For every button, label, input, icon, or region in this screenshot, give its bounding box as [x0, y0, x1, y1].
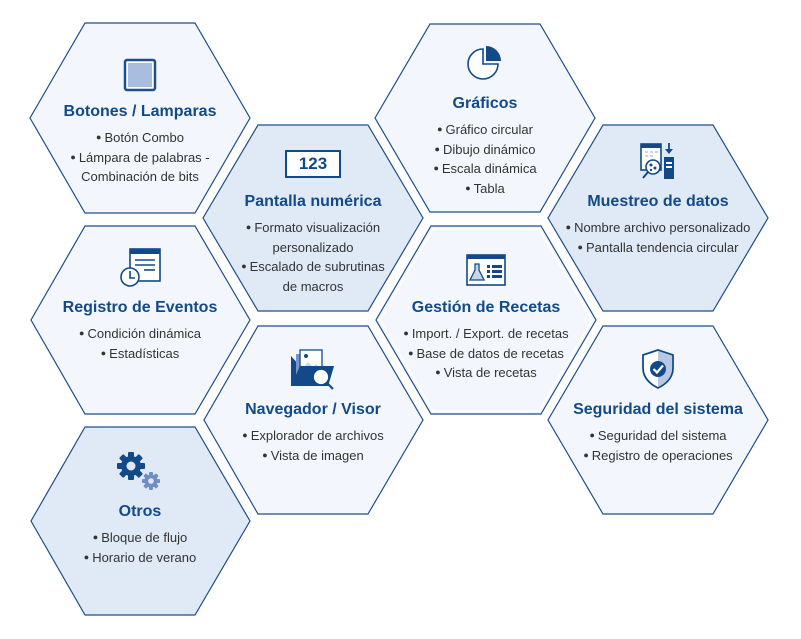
data-sampling-icon — [548, 142, 768, 182]
card-title: Muestreo de datos — [587, 193, 729, 210]
hex-botones — [29, 22, 251, 214]
hex-muestreo — [547, 124, 769, 312]
card-registro: Registro de Eventos ●Condición dinámica … — [30, 248, 250, 363]
button-square-icon — [30, 52, 250, 92]
feature-item-cont: de macros — [282, 278, 344, 294]
card-title: Gestión de Recetas — [411, 299, 561, 316]
feature-item: ●Horario de verano — [83, 549, 197, 565]
feature-item: ●Import. / Export. de recetas — [403, 326, 569, 341]
recipe-icon — [376, 248, 596, 288]
feature-list: ●Condición dinámica ●Estadísticas — [30, 324, 250, 363]
feature-list: ●Seguridad del sistema ●Registro de oper… — [548, 426, 768, 465]
numeric-display-icon: 123 — [203, 148, 423, 178]
feature-item: ●Gráfico circular — [437, 122, 533, 137]
card-title: Navegador / Visor — [245, 401, 381, 418]
feature-item: ●Explorador de archivos — [242, 428, 384, 443]
shield-check-icon — [548, 349, 768, 390]
card-recetas: Gestión de Recetas ●Import. / Export. de… — [376, 248, 596, 383]
feature-item-cont: Combinación de bits — [81, 169, 199, 184]
card-graficos: Gráficos ●Gráfico circular ●Dibujo dinám… — [375, 44, 595, 198]
hex-navegador — [203, 325, 424, 515]
card-title: Registro de Eventos — [62, 299, 218, 316]
hex-pantalla — [202, 124, 424, 312]
card-pantalla: 123 Pantalla numérica ●Formato visualiza… — [203, 148, 423, 296]
feature-list: ●Formato visualización personalizado ●Es… — [203, 218, 423, 296]
feature-item: ●Nombre archivo personalizado — [565, 220, 751, 235]
feature-list: ●Botón Combo ●Lámpara de palabras - Comb… — [30, 128, 250, 187]
hex-recetas — [375, 225, 597, 415]
feature-list: ●Bloque de flujo ●Horario de verano — [30, 528, 250, 567]
pie-chart-icon — [375, 44, 595, 84]
card-title: Otros — [118, 503, 162, 520]
card-muestreo: Muestreo de datos ●Nombre archivo person… — [548, 142, 768, 257]
feature-item: ●Vista de recetas — [435, 365, 537, 380]
file-browser-icon — [203, 349, 423, 390]
feature-item: ●Escalado de subrutinas — [241, 259, 385, 274]
feature-item: ●Dibujo dinámico — [434, 141, 536, 157]
feature-item-cont: personalizado — [272, 239, 354, 255]
feature-item: ●Vista de imagen — [262, 447, 364, 463]
feature-list: ●Import. / Export. de recetas ●Base de d… — [376, 324, 596, 383]
feature-item: ●Seguridad del sistema — [589, 428, 727, 443]
feature-item: ●Lámpara de palabras - — [70, 149, 210, 165]
feature-list: ●Nombre archivo personalizado ●Pantalla … — [548, 218, 768, 257]
card-botones: Botones / Lamparas ●Botón Combo ●Lámpara… — [30, 52, 250, 187]
feature-list: ●Gráfico circular ●Dibujo dinámico ●Esca… — [375, 120, 595, 198]
feature-item: ●Condición dinámica — [79, 326, 201, 341]
card-seguridad: Seguridad del sistema ●Seguridad del sis… — [548, 349, 768, 465]
feature-list: ●Explorador de archivos ●Vista de imagen — [203, 426, 423, 465]
card-title: Botones / Lamparas — [63, 103, 217, 120]
feature-item: ●Base de datos de recetas — [408, 345, 564, 361]
card-navegador: Navegador / Visor ●Explorador de archivo… — [203, 349, 423, 465]
feature-item: ●Pantalla tendencia circular — [577, 239, 739, 255]
hex-graficos — [374, 23, 596, 213]
feature-item: ●Tabla — [465, 180, 505, 196]
hex-seguridad — [547, 325, 769, 515]
hex-recetas-inner — [379, 228, 593, 412]
hex-registro — [30, 225, 251, 415]
card-title: Pantalla numérica — [244, 193, 382, 210]
feature-item: ●Registro de operaciones — [583, 447, 733, 463]
feature-item: ●Escala dinámica — [433, 161, 537, 176]
hex-otros — [30, 426, 251, 616]
feature-item: ●Formato visualización — [245, 220, 381, 235]
feature-item: ●Estadísticas — [100, 345, 180, 361]
event-log-icon — [30, 248, 250, 288]
card-title: Gráficos — [452, 95, 518, 112]
card-title: Seguridad del sistema — [573, 401, 743, 418]
feature-item: ●Botón Combo — [96, 130, 184, 145]
feature-item: ●Bloque de flujo — [92, 530, 188, 545]
card-otros: Otros ●Bloque de flujo ●Horario de veran… — [30, 452, 250, 567]
gears-icon — [30, 452, 250, 492]
